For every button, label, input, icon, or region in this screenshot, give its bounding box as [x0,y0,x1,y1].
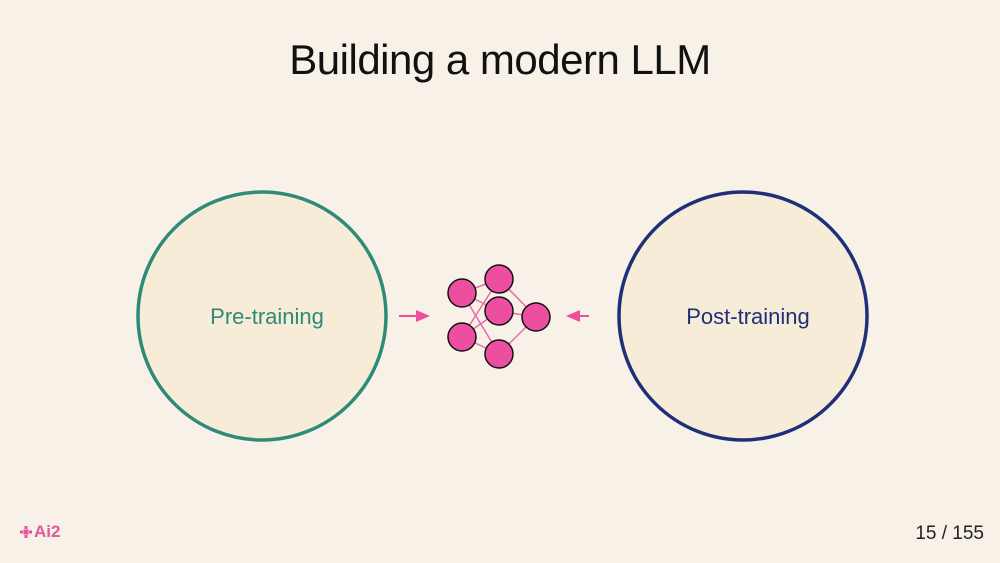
post-training-node: Post-training [617,190,869,442]
post-training-label: Post-training [686,304,810,329]
page-current: 15 [915,523,937,544]
pre-training-circle [136,190,388,442]
page-separator: / [941,523,948,544]
post-training-circle [617,190,869,442]
ai2-logo: Ai2 [20,522,60,542]
page-number: 15 / 155 [915,523,984,545]
arrow-right-icon [399,310,430,322]
arrow-left-icon [566,310,589,322]
slide-title: Building a modern LLM [289,36,711,83]
ai2-logo-mark-icon [20,526,32,538]
page-total: 155 [952,523,984,544]
pre-training-label: Pre-training [210,304,324,329]
neural-network-icon [447,264,551,369]
pre-training-node: Pre-training [136,190,388,442]
ai2-logo-text: Ai2 [34,522,61,541]
